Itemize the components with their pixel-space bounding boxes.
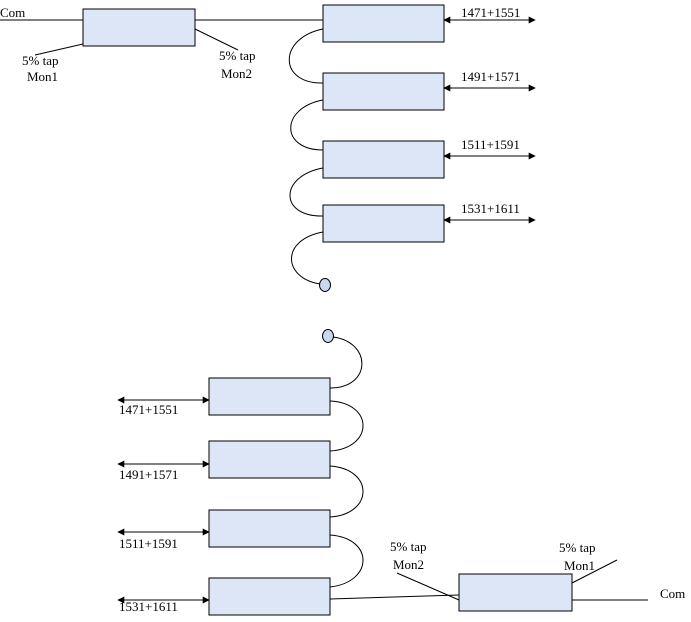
- top-filter-box-3: [322, 140, 445, 179]
- bottom-filter-box-2: [208, 440, 331, 479]
- bottom-channel-label-3: 1511+1591: [119, 536, 178, 551]
- bottom-filter-box-4: [208, 577, 331, 616]
- top-channel-label-2: 1491+1571: [461, 69, 520, 84]
- bottom-tap2-label: 5% tap: [390, 539, 426, 554]
- bottom-filter-box-3: [208, 509, 331, 548]
- top-com-label: Com: [0, 5, 25, 20]
- top-module: Com 5% tap Mon1 5% tap Mon2 1471+1551 14…: [0, 4, 536, 292]
- bottom-mon1-label: Mon1: [564, 558, 595, 573]
- bottom-filter-box-1: [208, 377, 331, 416]
- top-fiber-loop-3: [289, 167, 324, 217]
- bottom-channel-label-1: 1471+1551: [119, 402, 178, 417]
- bottom-fiber-loop-4: [329, 534, 364, 588]
- bottom-fiber-loop-3: [329, 465, 364, 518]
- bottom-channel-label-4: 1531+1611: [119, 599, 178, 614]
- bottom-tap-box: [458, 573, 573, 612]
- top-channel-label-3: 1511+1591: [461, 137, 520, 152]
- bottom-module: 1471+1551 1491+1571 1511+1591 1531+1611 …: [117, 329, 685, 616]
- top-tap1-label: 5% tap: [22, 53, 58, 68]
- top-filter-box-4: [322, 204, 445, 243]
- bottom-link-line: [329, 594, 460, 600]
- top-mon1-label: Mon1: [27, 69, 58, 84]
- bottom-mon1-tap-line: [571, 559, 618, 584]
- bottom-tap1-label: 5% tap: [559, 540, 595, 555]
- bottom-fiber-loop-2: [329, 400, 364, 452]
- top-mon2-label: Mon2: [221, 66, 252, 81]
- bottom-fiber-end: [322, 329, 334, 343]
- top-filter-box-1: [322, 4, 445, 43]
- top-fiber-loop-2: [290, 99, 324, 151]
- top-mon2-tap-line: [194, 28, 239, 51]
- top-channel-label-4: 1531+1611: [461, 201, 520, 216]
- bottom-channel-label-2: 1491+1571: [119, 467, 178, 482]
- top-fiber-end: [319, 278, 331, 292]
- bottom-fiber-loop-1: [329, 336, 363, 389]
- top-tap-box: [82, 8, 196, 47]
- top-mon1-tap-line: [34, 43, 84, 56]
- bottom-mon2-tap-line: [396, 572, 460, 601]
- top-channel-label-1: 1471+1551: [461, 5, 520, 20]
- top-fiber-loop-1: [288, 28, 324, 84]
- top-filter-box-2: [322, 72, 445, 111]
- bottom-mon2-label: Mon2: [393, 557, 424, 572]
- top-tap2-label: 5% tap: [219, 48, 255, 63]
- top-fiber-loop-4: [291, 231, 324, 285]
- bottom-com-label: Com: [660, 586, 685, 601]
